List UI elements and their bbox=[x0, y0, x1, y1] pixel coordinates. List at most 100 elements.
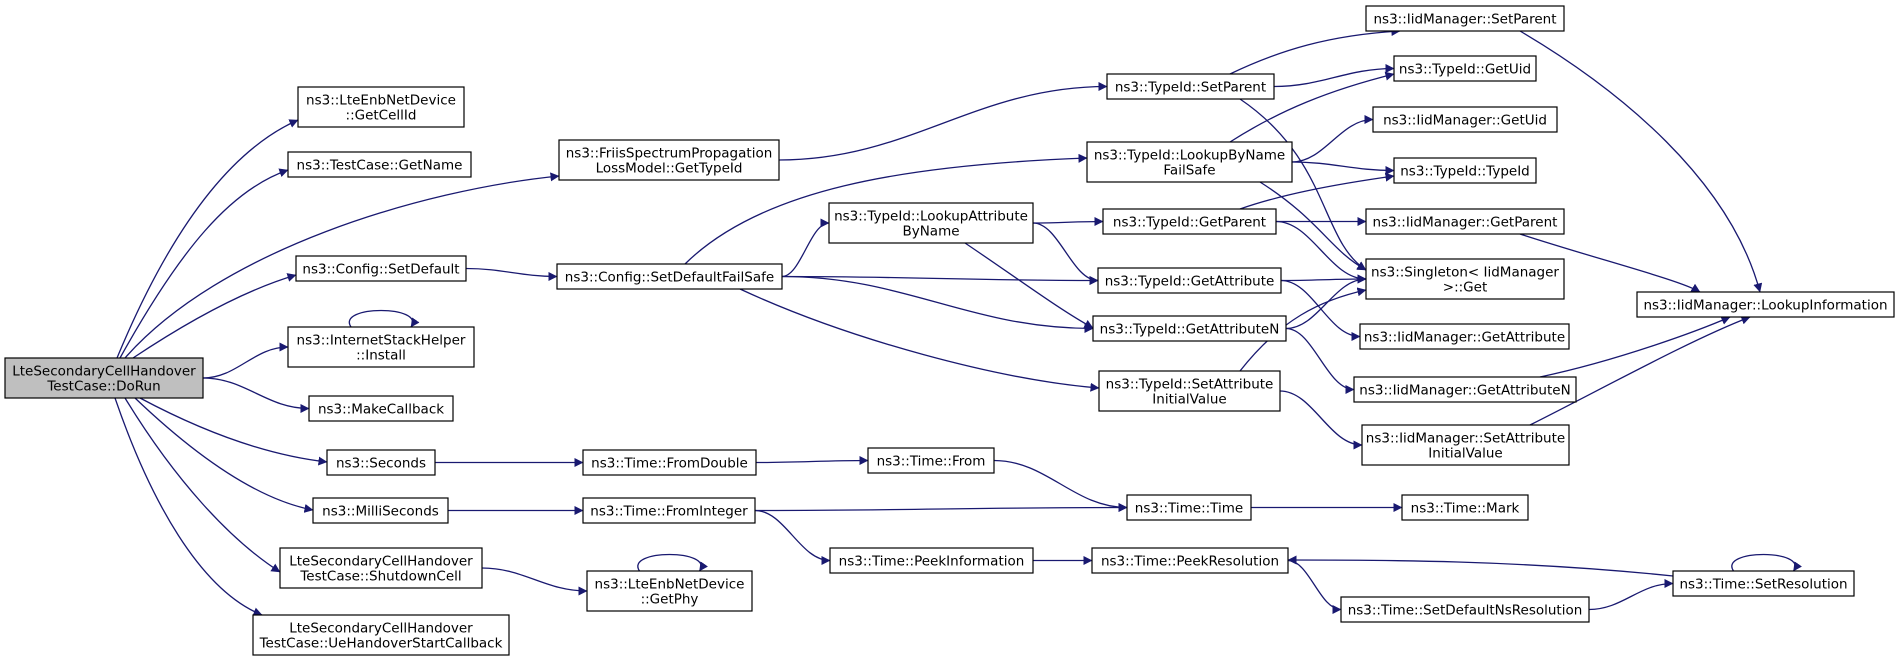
node-label: ns3::Time::SetResolution bbox=[1679, 577, 1847, 593]
nodes-layer: LteSecondaryCellHandoverTestCase::DoRunn… bbox=[4, 5, 1895, 656]
node-label: ns3::Time::Time bbox=[1135, 501, 1243, 517]
node-box bbox=[1365, 5, 1565, 32]
node-box bbox=[829, 547, 1034, 574]
edge-shutdowncell-to-getphy bbox=[481, 567, 588, 596]
node-label: ns3::InternetStackHelper bbox=[297, 333, 466, 349]
node-label: ns3::TypeId::GetAttribute bbox=[1105, 274, 1275, 290]
node-fromdouble[interactable]: ns3::Time::FromDouble bbox=[582, 449, 757, 476]
node-setdefaultfailsafe[interactable]: ns3::Config::SetDefaultFailSafe bbox=[556, 263, 783, 290]
edge-getattributen-to-singleton bbox=[1285, 274, 1367, 330]
node-timemark[interactable]: ns3::Time::Mark bbox=[1401, 494, 1529, 521]
edge-getattribute-to-singleton bbox=[1280, 274, 1367, 284]
edge-iid_getparent-to-lookupinfo bbox=[1519, 233, 1701, 293]
node-label: InitialValue bbox=[1152, 392, 1226, 408]
node-box bbox=[1106, 73, 1275, 100]
node-iid_getuid[interactable]: ns3::IidManager::GetUid bbox=[1372, 106, 1558, 133]
node-peekinfo[interactable]: ns3::Time::PeekInformation bbox=[829, 547, 1034, 574]
node-install[interactable]: ns3::InternetStackHelper::Install bbox=[287, 326, 475, 368]
edge-root-to-getname bbox=[119, 168, 289, 359]
node-box bbox=[279, 547, 483, 589]
edge-frominteger-to-peekinfo bbox=[754, 509, 831, 565]
edge-getparent-to-singleton bbox=[1275, 220, 1367, 284]
node-setparent[interactable]: ns3::TypeId::SetParent bbox=[1106, 73, 1275, 100]
node-getname[interactable]: ns3::TestCase::GetName bbox=[287, 151, 472, 178]
edge-setdefaultfailsafe-to-getattribute bbox=[781, 275, 1099, 285]
node-label: ns3::IidManager::LookupInformation bbox=[1643, 298, 1887, 314]
edge-lookupbyname-to-iid_getuid bbox=[1291, 115, 1374, 163]
node-setdefaultnsres[interactable]: ns3::Time::SetDefaultNsResolution bbox=[1340, 596, 1590, 623]
node-box bbox=[1672, 570, 1855, 597]
node-box bbox=[1102, 208, 1277, 235]
edge-setdefaultfailsafe-to-lookupattr bbox=[781, 218, 830, 278]
edge-getparent-to-typeid_typeid bbox=[1239, 172, 1395, 210]
edge-setparent-to-iid_setparent bbox=[1229, 26, 1401, 75]
edge-setdefaultfailsafe-to-lookupbyname bbox=[684, 153, 1088, 265]
node-peekres[interactable]: ns3::Time::PeekResolution bbox=[1091, 547, 1289, 574]
node-getattribute[interactable]: ns3::TypeId::GetAttribute bbox=[1097, 267, 1282, 294]
node-shutdowncell[interactable]: LteSecondaryCellHandoverTestCase::Shutdo… bbox=[279, 547, 483, 589]
node-frominteger[interactable]: ns3::Time::FromInteger bbox=[582, 497, 756, 524]
node-setresolution[interactable]: ns3::Time::SetResolution bbox=[1672, 570, 1855, 597]
node-iid_getparent[interactable]: ns3::IidManager::GetParent bbox=[1365, 208, 1565, 235]
edge-root-to-setdefault bbox=[132, 273, 297, 359]
edge-setparent-to-typeid_getuid bbox=[1273, 64, 1395, 88]
node-box bbox=[4, 357, 204, 399]
edge-frominteger-to-timetime bbox=[754, 503, 1128, 513]
node-iid_setparent[interactable]: ns3::IidManager::SetParent bbox=[1365, 5, 1565, 32]
edge-setdefaultfailsafe-to-setattrinit bbox=[739, 288, 1100, 392]
edge-getphy-to-getphy bbox=[637, 553, 709, 572]
node-makecallback[interactable]: ns3::MakeCallback bbox=[308, 395, 454, 422]
node-box bbox=[1393, 55, 1537, 82]
edge-lookupbyname-to-singleton bbox=[1259, 181, 1367, 271]
node-label: ns3::Time::FromInteger bbox=[590, 504, 748, 520]
edge-setparent-to-singleton bbox=[1239, 98, 1367, 271]
node-setdefault[interactable]: ns3::Config::SetDefault bbox=[295, 255, 467, 282]
node-label: ns3::TypeId::GetParent bbox=[1113, 215, 1266, 231]
node-label: ns3::Time::Mark bbox=[1411, 501, 1520, 517]
node-timetime[interactable]: ns3::Time::Time bbox=[1126, 494, 1252, 521]
node-label: ns3::TypeId::TypeId bbox=[1400, 164, 1530, 180]
edge-setdefaultnsres-to-setresolution bbox=[1588, 579, 1674, 611]
node-label: TestCase::ShutdownCell bbox=[299, 569, 461, 585]
node-label: ByName bbox=[902, 224, 959, 240]
node-lookupinfo[interactable]: ns3::IidManager::LookupInformation bbox=[1636, 291, 1895, 318]
node-label: ns3::LteEnbNetDevice bbox=[306, 93, 456, 109]
node-timefrom[interactable]: ns3::Time::From bbox=[867, 447, 995, 474]
edge-lookupattr-to-getparent bbox=[1032, 217, 1104, 227]
node-iid_getattributen[interactable]: ns3::IidManager::GetAttributeN bbox=[1353, 376, 1577, 403]
node-getattributen[interactable]: ns3::TypeId::GetAttributeN bbox=[1092, 315, 1287, 342]
node-label: ns3::IidManager::SetAttribute bbox=[1366, 431, 1565, 447]
node-box bbox=[1365, 258, 1565, 300]
node-label: ns3::LteEnbNetDevice bbox=[595, 577, 745, 593]
node-box bbox=[295, 255, 467, 282]
edge-root-to-makecallback bbox=[202, 377, 310, 413]
node-getcellid[interactable]: ns3::LteEnbNetDevice::GetCellId bbox=[297, 86, 465, 128]
edge-root-to-seconds bbox=[139, 397, 328, 466]
node-typeid_typeid[interactable]: ns3::TypeId::TypeId bbox=[1393, 157, 1537, 184]
node-getparent[interactable]: ns3::TypeId::GetParent bbox=[1102, 208, 1277, 235]
node-getphy[interactable]: ns3::LteEnbNetDevice::GetPhy bbox=[586, 570, 753, 612]
node-uehandover[interactable]: LteSecondaryCellHandoverTestCase::UeHand… bbox=[252, 614, 510, 656]
node-label: ns3::TypeId::SetParent bbox=[1115, 80, 1266, 96]
node-label: ns3::MakeCallback bbox=[318, 402, 444, 418]
node-singleton[interactable]: ns3::Singleton< IidManager >::Get bbox=[1365, 258, 1565, 300]
node-typeid_getuid[interactable]: ns3::TypeId::GetUid bbox=[1393, 55, 1537, 82]
node-label: ns3::TypeId::LookupByName bbox=[1094, 148, 1285, 164]
edge-iid_getattributen-to-lookupinfo bbox=[1539, 316, 1731, 378]
node-label: ns3::TypeId::GetAttributeN bbox=[1100, 322, 1280, 338]
node-label: ns3::Config::SetDefaultFailSafe bbox=[565, 270, 774, 286]
edge-getattributen-to-iid_getattributen bbox=[1285, 327, 1355, 394]
node-iid_setattrinit[interactable]: ns3::IidManager::SetAttributeInitialValu… bbox=[1361, 424, 1570, 466]
node-box bbox=[326, 449, 436, 476]
node-box bbox=[1086, 141, 1293, 183]
node-iid_getattribute[interactable]: ns3::IidManager::GetAttribute bbox=[1359, 323, 1570, 350]
node-milliseconds[interactable]: ns3::MilliSeconds bbox=[312, 497, 449, 524]
node-seconds[interactable]: ns3::Seconds bbox=[326, 449, 436, 476]
node-friis[interactable]: ns3::FriisSpectrumPropagationLossModel::… bbox=[558, 139, 780, 181]
edge-timefrom-to-timetime bbox=[993, 459, 1128, 512]
